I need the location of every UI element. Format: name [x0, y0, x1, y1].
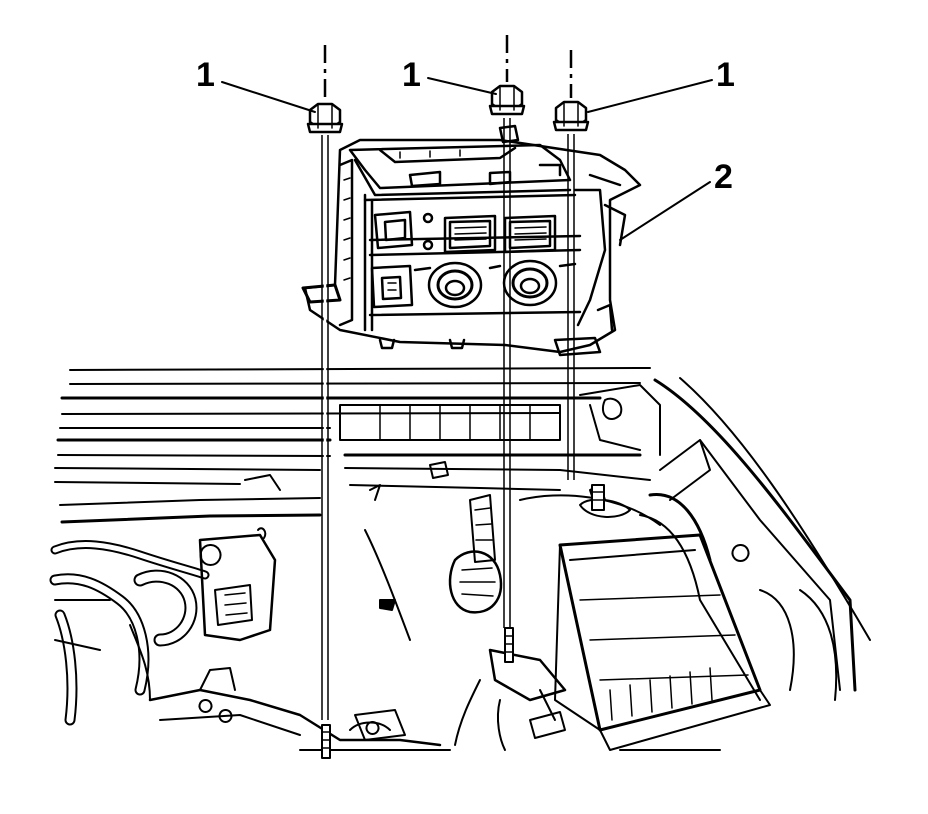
nut-right — [552, 100, 590, 132]
callout-1-center: 1 — [402, 56, 421, 94]
engine-bay-background — [49, 367, 871, 751]
callout-1-right: 1 — [716, 56, 735, 94]
alignment-lines — [321, 35, 575, 720]
stud-left — [321, 724, 331, 759]
leader-lines — [221, 77, 713, 241]
callout-2-module: 2 — [714, 158, 733, 196]
nut-left — [306, 102, 344, 134]
electronic-control-module — [301, 124, 642, 357]
callout-1-left: 1 — [196, 56, 215, 94]
nut-center — [488, 84, 526, 116]
stud-right — [591, 484, 605, 511]
stud-center — [504, 627, 514, 663]
